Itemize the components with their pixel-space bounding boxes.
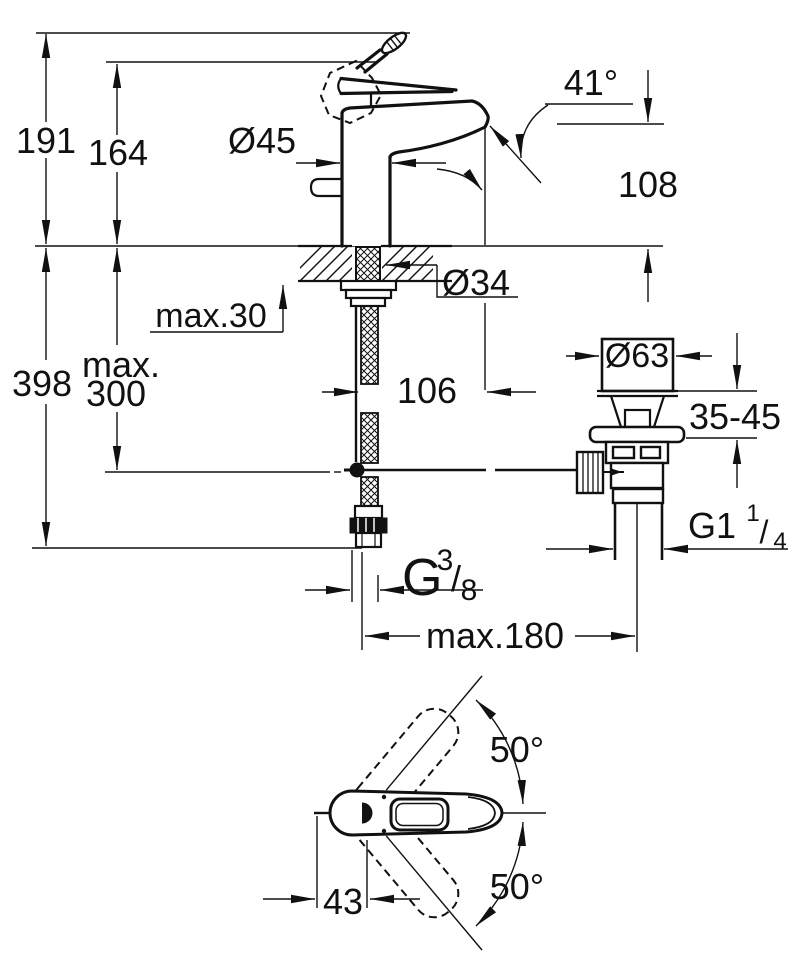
flexible-hose [360, 305, 379, 385]
popup-pull-knob [309, 177, 342, 198]
dim-waste-thread: G1 1 / 4 [688, 500, 787, 555]
waste-thread-base: G1 [688, 505, 736, 546]
waste-thread-slash: / [760, 514, 769, 550]
dim-body-diameter: Ø45 [228, 120, 296, 161]
dim-spout-angle: 41° [564, 62, 618, 103]
hose-thread-sup: 3 [437, 544, 454, 577]
waste-thread-sup: 1 [746, 500, 759, 527]
spout-angle-arc [515, 104, 549, 159]
dim-max-waste-distance: max.180 [426, 615, 564, 656]
dim-swivel-angle-up: 50° [490, 729, 544, 770]
dim-spout-reach: 106 [397, 370, 457, 411]
flow-direction-arrow [436, 168, 483, 191]
top-view-handle: 50° 50° 43 [263, 675, 546, 951]
swivel-arc-upper [475, 699, 526, 805]
waste-flange [588, 425, 686, 444]
dim-total-depth: 398 [12, 363, 72, 404]
popup-waste-assembly [575, 337, 686, 652]
hose-thread-base: G [402, 549, 442, 607]
mounting-nut [339, 279, 398, 292]
hose-thread-slash: / [451, 558, 461, 599]
lever-tip-knob [380, 31, 408, 55]
hose-connector [353, 504, 384, 520]
countertop-section [298, 246, 452, 283]
dim-deck-thickness: max.30 [155, 297, 267, 335]
dim-overall-height: 191 [16, 120, 76, 161]
dim-swivel-angle-down: 50° [490, 866, 544, 907]
dim-waste-cap-diameter: Ø63 [605, 337, 669, 375]
dim-handle-height: 164 [88, 132, 148, 173]
dim-mounting-range: 35-45 [689, 396, 781, 437]
cartridge-dot [362, 802, 373, 824]
rod-ball-joint [349, 462, 365, 478]
faucet-body [298, 31, 490, 248]
rod-adjust-knob [575, 450, 605, 495]
dimension-labels: 191 164 Ø45 41° 108 max.30 398 max. 300 … [12, 62, 787, 656]
dimension-lines [41, 34, 788, 641]
waste-thread-sub: 4 [773, 528, 786, 555]
swivel-arc-lower [475, 821, 526, 927]
dim-hose-thread: G 3 / 8 [402, 544, 477, 607]
dim-max-depth-line1: max. [82, 344, 160, 385]
dim-hole-diameter: Ø34 [442, 262, 510, 303]
dim-max-depth-line2: 300 [86, 373, 146, 414]
dim-outlet-height: 108 [618, 164, 678, 205]
spout-angle-arrow [489, 125, 542, 184]
dim-handle-offset: 43 [323, 881, 363, 922]
lever-handle [319, 31, 458, 125]
hose-thread-sub: 8 [461, 574, 478, 607]
lever-alternate-position-dashed [319, 59, 383, 125]
handle-window [389, 797, 450, 832]
waste-cap [600, 337, 675, 393]
mounting-shank-and-hoses [339, 246, 578, 549]
